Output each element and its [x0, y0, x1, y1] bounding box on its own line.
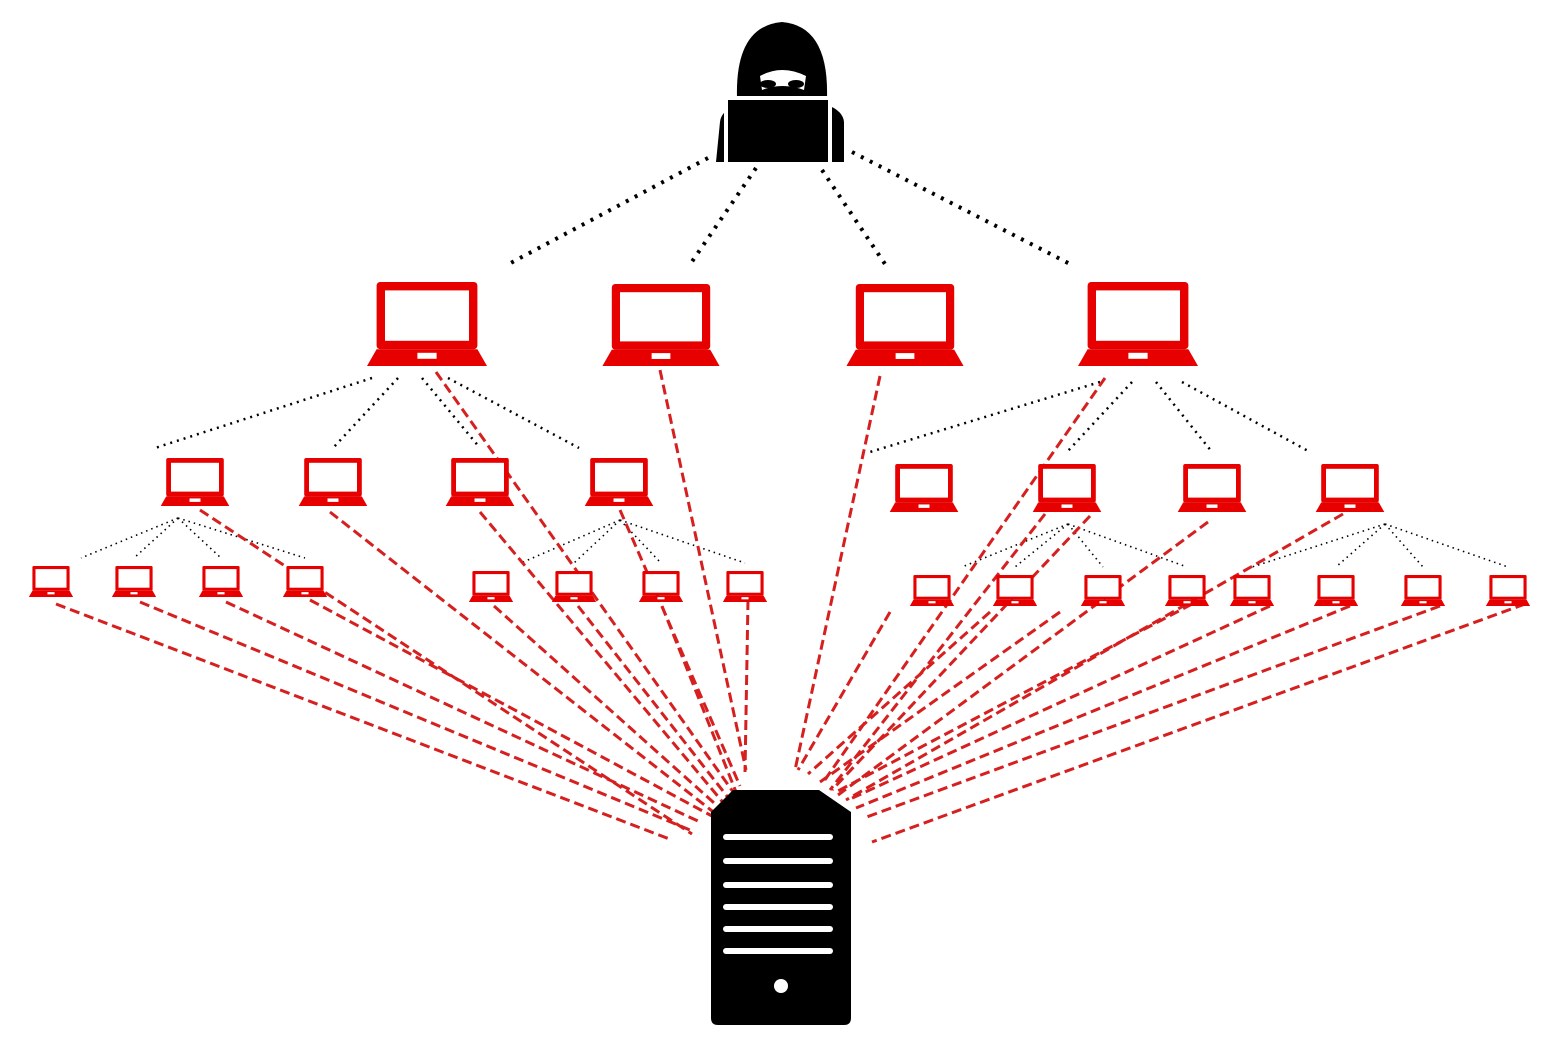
- laptop-icon: [1177, 464, 1247, 512]
- attack-link: [329, 510, 717, 816]
- nodes: [28, 282, 1531, 1025]
- attack-link: [830, 514, 1092, 792]
- laptop-icon: [111, 566, 157, 597]
- attack-link: [835, 602, 1193, 794]
- control-link: [1384, 523, 1424, 568]
- control-link: [619, 519, 662, 564]
- attack-links: [55, 369, 1526, 844]
- laptop-icon: [298, 458, 368, 506]
- laptop-icon: [909, 575, 955, 606]
- control-link: [1251, 523, 1386, 568]
- attack-link: [828, 513, 1047, 791]
- attack-link: [807, 610, 991, 776]
- laptop-icon: [1485, 575, 1531, 606]
- attack-link: [658, 369, 748, 771]
- attack-link: [478, 511, 728, 807]
- laptop-icon: [1229, 575, 1275, 606]
- control-link: [820, 168, 887, 266]
- laptop-icon: [889, 464, 959, 512]
- control-link: [1155, 381, 1213, 453]
- attack-link: [820, 377, 1107, 785]
- attack-link: [796, 611, 892, 771]
- laptop-icon: [28, 566, 74, 597]
- laptop-icon: [1315, 464, 1385, 512]
- attack-link: [847, 604, 1271, 802]
- control-link: [154, 376, 373, 450]
- laptop-icon: [722, 571, 768, 602]
- laptop-icon: [1080, 575, 1126, 606]
- attack-link: [793, 375, 882, 771]
- laptop-icon: [198, 566, 244, 597]
- control-link: [1014, 523, 1069, 568]
- control-link: [1066, 381, 1133, 453]
- laptop-icon: [846, 284, 964, 366]
- laptop-icon: [551, 571, 597, 602]
- attack-link: [743, 599, 750, 773]
- attack-link: [660, 605, 738, 793]
- control-link: [520, 519, 621, 564]
- laptop-icon: [1400, 575, 1446, 606]
- control-link: [1181, 380, 1311, 454]
- laptop-icon: [445, 458, 515, 506]
- attack-link: [863, 604, 1441, 820]
- attack-link: [855, 604, 1351, 810]
- attack-link: [819, 610, 1061, 784]
- control-link: [961, 523, 1069, 568]
- laptop-icon: [1032, 464, 1102, 512]
- attack-link: [576, 605, 732, 801]
- attack-link: [309, 598, 713, 818]
- attack-link: [492, 604, 724, 812]
- laptop-icon: [160, 458, 230, 506]
- laptop-icon: [282, 566, 328, 597]
- control-link: [447, 376, 580, 450]
- control-link: [504, 156, 709, 268]
- laptop-icon: [992, 575, 1038, 606]
- attack-link: [199, 508, 693, 836]
- laptop-icon: [602, 284, 720, 366]
- laptop-icon: [1164, 575, 1210, 606]
- control-link: [619, 519, 746, 564]
- hacker-icon: [716, 22, 844, 166]
- control-link: [332, 377, 399, 449]
- attack-link: [618, 509, 742, 787]
- control-link: [869, 380, 1101, 454]
- laptop-icon: [367, 282, 487, 366]
- attack-link: [837, 520, 1209, 797]
- attack-link: [871, 602, 1526, 844]
- attack-link: [225, 600, 701, 824]
- control-link: [687, 166, 758, 268]
- attack-link: [139, 600, 691, 832]
- control-link: [1335, 523, 1386, 568]
- control-links: [80, 150, 1509, 568]
- control-link: [421, 377, 481, 449]
- control-link: [80, 517, 179, 559]
- control-link: [133, 517, 179, 559]
- control-link: [573, 519, 621, 564]
- attack-link: [55, 602, 673, 842]
- laptop-icon: [638, 571, 684, 602]
- laptop-icon: [1313, 575, 1359, 606]
- server-icon: [711, 790, 851, 1025]
- laptop-icon: [584, 458, 654, 506]
- laptop-icon: [1078, 282, 1198, 366]
- laptop-icon: [468, 571, 514, 602]
- control-link: [851, 150, 1071, 266]
- control-link: [1067, 523, 1188, 568]
- control-link: [1067, 523, 1104, 568]
